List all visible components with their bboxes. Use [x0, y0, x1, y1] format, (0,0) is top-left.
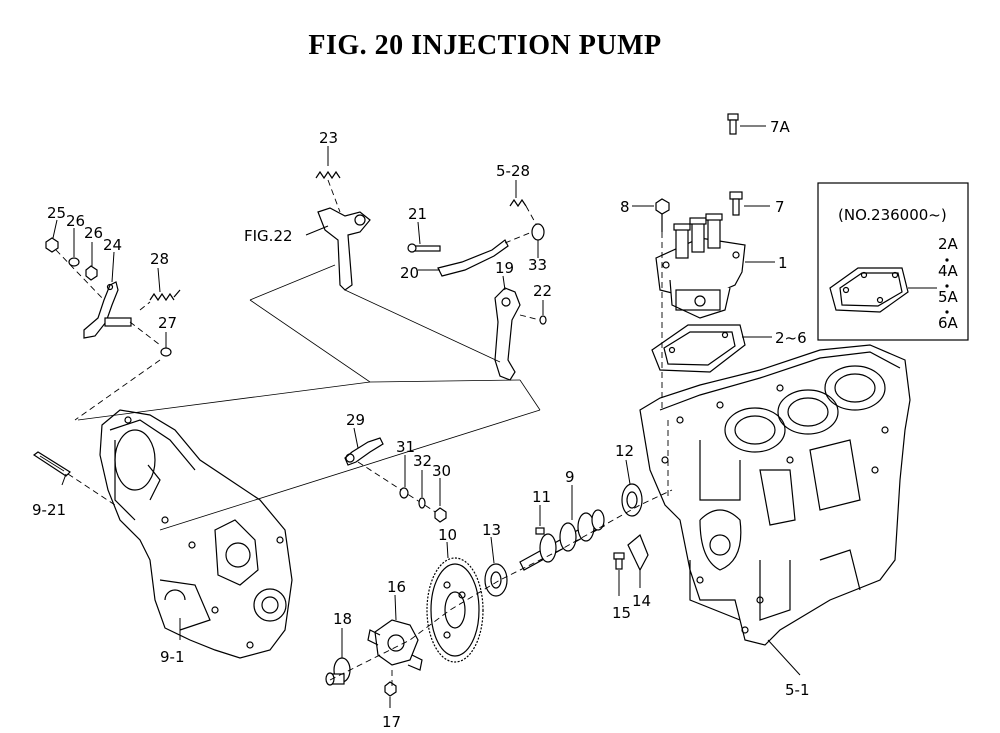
inset-serial-text: (NO.236000~)	[838, 206, 947, 224]
label-27: 27	[158, 314, 177, 332]
inset-gasket	[829, 267, 909, 313]
lever-29	[344, 437, 384, 466]
label-21: 21	[408, 205, 427, 223]
label-9: 9	[565, 468, 575, 486]
stopper-plate-14	[627, 534, 649, 572]
label-5a: 5A	[938, 288, 959, 306]
lever-20	[437, 239, 509, 277]
label-14: 14	[632, 592, 651, 610]
label-23: 23	[319, 129, 338, 147]
label-24: 24	[103, 236, 122, 254]
spring-28	[149, 289, 181, 302]
key-11	[535, 527, 545, 535]
label-29: 29	[346, 411, 365, 429]
label-6a: 6A	[938, 314, 959, 332]
label-9-1: 9-1	[160, 648, 185, 666]
label-20: 20	[400, 264, 419, 282]
governor-fork-19	[494, 287, 521, 381]
label-fig22: FIG.22	[244, 227, 293, 245]
washer-26a	[68, 257, 80, 267]
label-16: 16	[387, 578, 406, 596]
label-10: 10	[438, 526, 457, 544]
label-5-1: 5-1	[785, 681, 810, 699]
governor-weight-16	[367, 619, 423, 671]
label-26-first: 26	[66, 212, 85, 230]
pin-22	[539, 315, 547, 325]
spring-23	[315, 170, 341, 180]
label-32: 32	[413, 452, 432, 470]
bearing-12	[621, 483, 643, 517]
label-28: 28	[150, 250, 169, 268]
link-33	[531, 223, 545, 241]
label-30: 30	[432, 462, 451, 480]
label-12: 12	[615, 442, 634, 460]
bolt-7a	[727, 113, 739, 135]
pump-gasket	[651, 324, 746, 373]
label-4a: 4A	[938, 262, 959, 280]
pump-delivery-valves	[673, 213, 723, 259]
label-17: 17	[382, 713, 401, 731]
lever-fig22	[317, 207, 371, 291]
pin-21	[407, 243, 441, 253]
label-33: 33	[528, 256, 547, 274]
label-1: 1	[778, 254, 788, 272]
injection-pump	[655, 213, 746, 319]
label-15: 15	[612, 604, 631, 622]
bolt-17	[384, 681, 397, 697]
bearing-13	[484, 563, 508, 597]
washer-32	[418, 497, 426, 509]
nut-30	[434, 507, 447, 523]
governor-sleeve-18	[325, 657, 351, 686]
stud-9-21	[32, 451, 71, 477]
label-2a: 2A	[938, 235, 959, 253]
label-13: 13	[482, 521, 501, 539]
label-7a: 7A	[770, 118, 791, 136]
bolt-25	[45, 237, 59, 253]
pump-nut-8	[655, 198, 670, 232]
serial-inset-box: (NO.236000~) 2A 4A 5A 6A	[817, 182, 969, 341]
label-31: 31	[396, 438, 415, 456]
label-26-second: 26	[84, 224, 103, 242]
camshaft	[519, 509, 605, 571]
circlip-27	[160, 347, 172, 357]
washer-31	[399, 487, 409, 499]
cylinder-block	[639, 344, 911, 646]
spring-5-28	[509, 198, 527, 208]
figure-title: FIG. 20 INJECTION PUMP	[308, 30, 662, 61]
bolt-15	[613, 552, 625, 570]
label-18: 18	[333, 610, 352, 628]
label-9-21: 9-21	[32, 501, 66, 519]
bolt-7	[729, 191, 743, 216]
label-7: 7	[775, 198, 785, 216]
gear-case	[99, 409, 293, 659]
label-5-28: 5-28	[496, 162, 530, 180]
injection-pump-gear	[426, 557, 484, 663]
label-2-6: 2~6	[775, 329, 807, 347]
label-8: 8	[620, 198, 630, 216]
label-22: 22	[533, 282, 552, 300]
governor-lever-24	[83, 281, 132, 339]
label-11: 11	[532, 488, 551, 506]
label-25: 25	[47, 204, 66, 222]
label-19: 19	[495, 259, 514, 277]
nut-26b	[85, 265, 98, 281]
